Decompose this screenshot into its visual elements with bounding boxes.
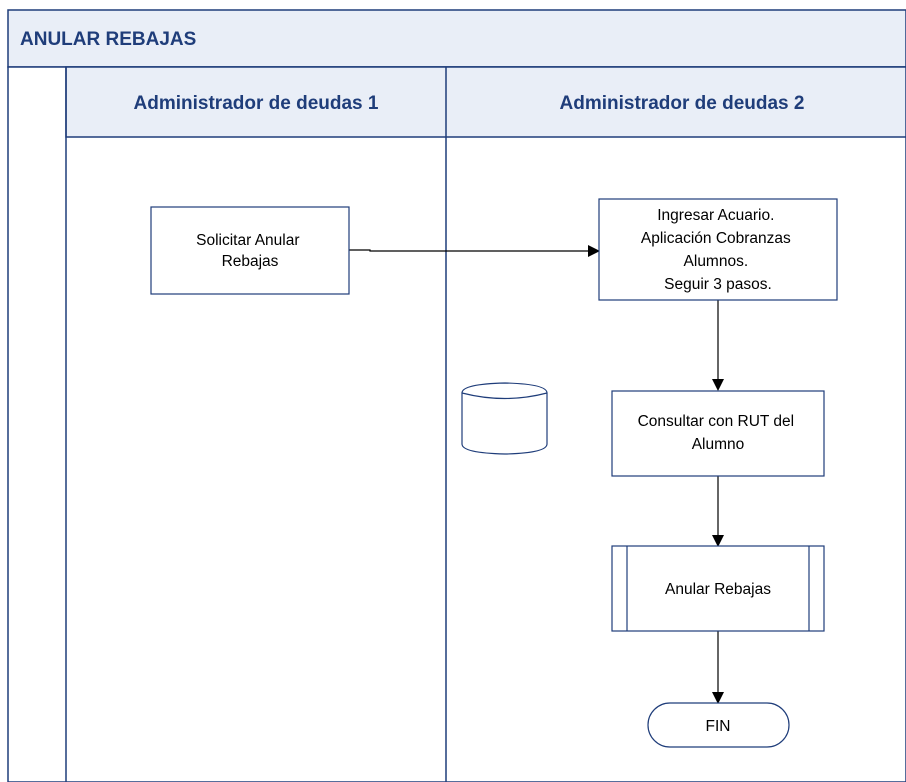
lane-label-admin-1: Administrador de deudas 1 [134,93,379,114]
node-text-line: FIN [706,718,731,735]
pool-title-band [7,9,906,68]
svg-text:Anular Rebajas: Anular Rebajas [665,581,771,598]
lane-header-row [65,66,906,138]
node-text-line: Alumnos. [684,253,749,270]
svg-text:Solicitar Anular Rebajas: Solicitar Anular Rebajas [196,232,304,270]
process-box [611,390,825,477]
process-solicitar-anular-rebajas: Solicitar Anular Rebajas [150,206,350,295]
cylinder-top-rim [461,392,548,400]
cylinder-body [461,382,548,455]
connector-solicitar-to-ingresar [349,245,600,257]
process-consultar-rut: Consultar con RUT del Alumno [611,390,825,477]
process-box [150,206,350,295]
node-text-line: Consultar con RUT del [638,413,795,430]
process-ingresar-acuario: Ingresar Acuario. Aplicación Cobranzas A… [598,198,838,301]
svg-text:FIN: FIN [706,718,731,735]
node-text-line: Solicitar Anular [196,232,299,249]
database-cylinder-icon [461,382,548,455]
subprocess-anular-rebajas: Anular Rebajas [611,545,825,632]
svg-text:Ingresar Acuario. Aplica: Ingresar Acuario. Aplicación Cobranzas A… [641,207,795,293]
svg-text:Consultar con RUT del Al: Consultar con RUT del Alumno [638,413,799,453]
node-text-line: Aplicación Cobranzas [641,230,791,247]
subprocess-box [611,545,825,632]
terminator-shape [647,702,790,748]
pool-title: ANULAR REBAJAS [20,29,196,50]
process-box [598,198,838,301]
terminator-fin: FIN [647,702,790,748]
node-text-line: Rebajas [222,253,279,270]
node-text-line: Seguir 3 pasos. [664,276,772,293]
lane-label-admin-2: Administrador de deudas 2 [560,93,805,114]
node-text-line: Ingresar Acuario. [657,207,774,224]
node-text-line: Anular Rebajas [665,581,771,598]
node-text-line: Alumno [692,436,745,453]
